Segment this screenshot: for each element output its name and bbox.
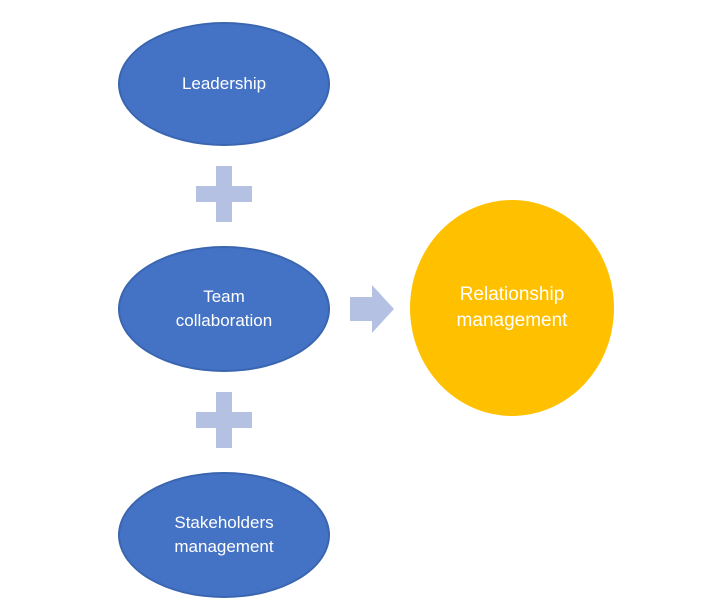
team-collaboration-label: Team collaboration — [175, 287, 273, 330]
stakeholders-management-node: Stakeholders management — [118, 472, 330, 598]
leadership-node: Leadership — [118, 22, 330, 146]
leadership-label: Leadership — [181, 74, 267, 93]
stakeholders-management-label: Stakeholders management — [174, 513, 274, 556]
plus-icon — [196, 392, 252, 448]
plus-icon — [196, 166, 252, 222]
relationship-management-node: Relationship management — [410, 200, 614, 416]
relationship-management-label: Relationship management — [456, 284, 568, 331]
arrow-right-icon — [350, 285, 394, 333]
team-collaboration-node: Team collaboration — [118, 246, 330, 372]
